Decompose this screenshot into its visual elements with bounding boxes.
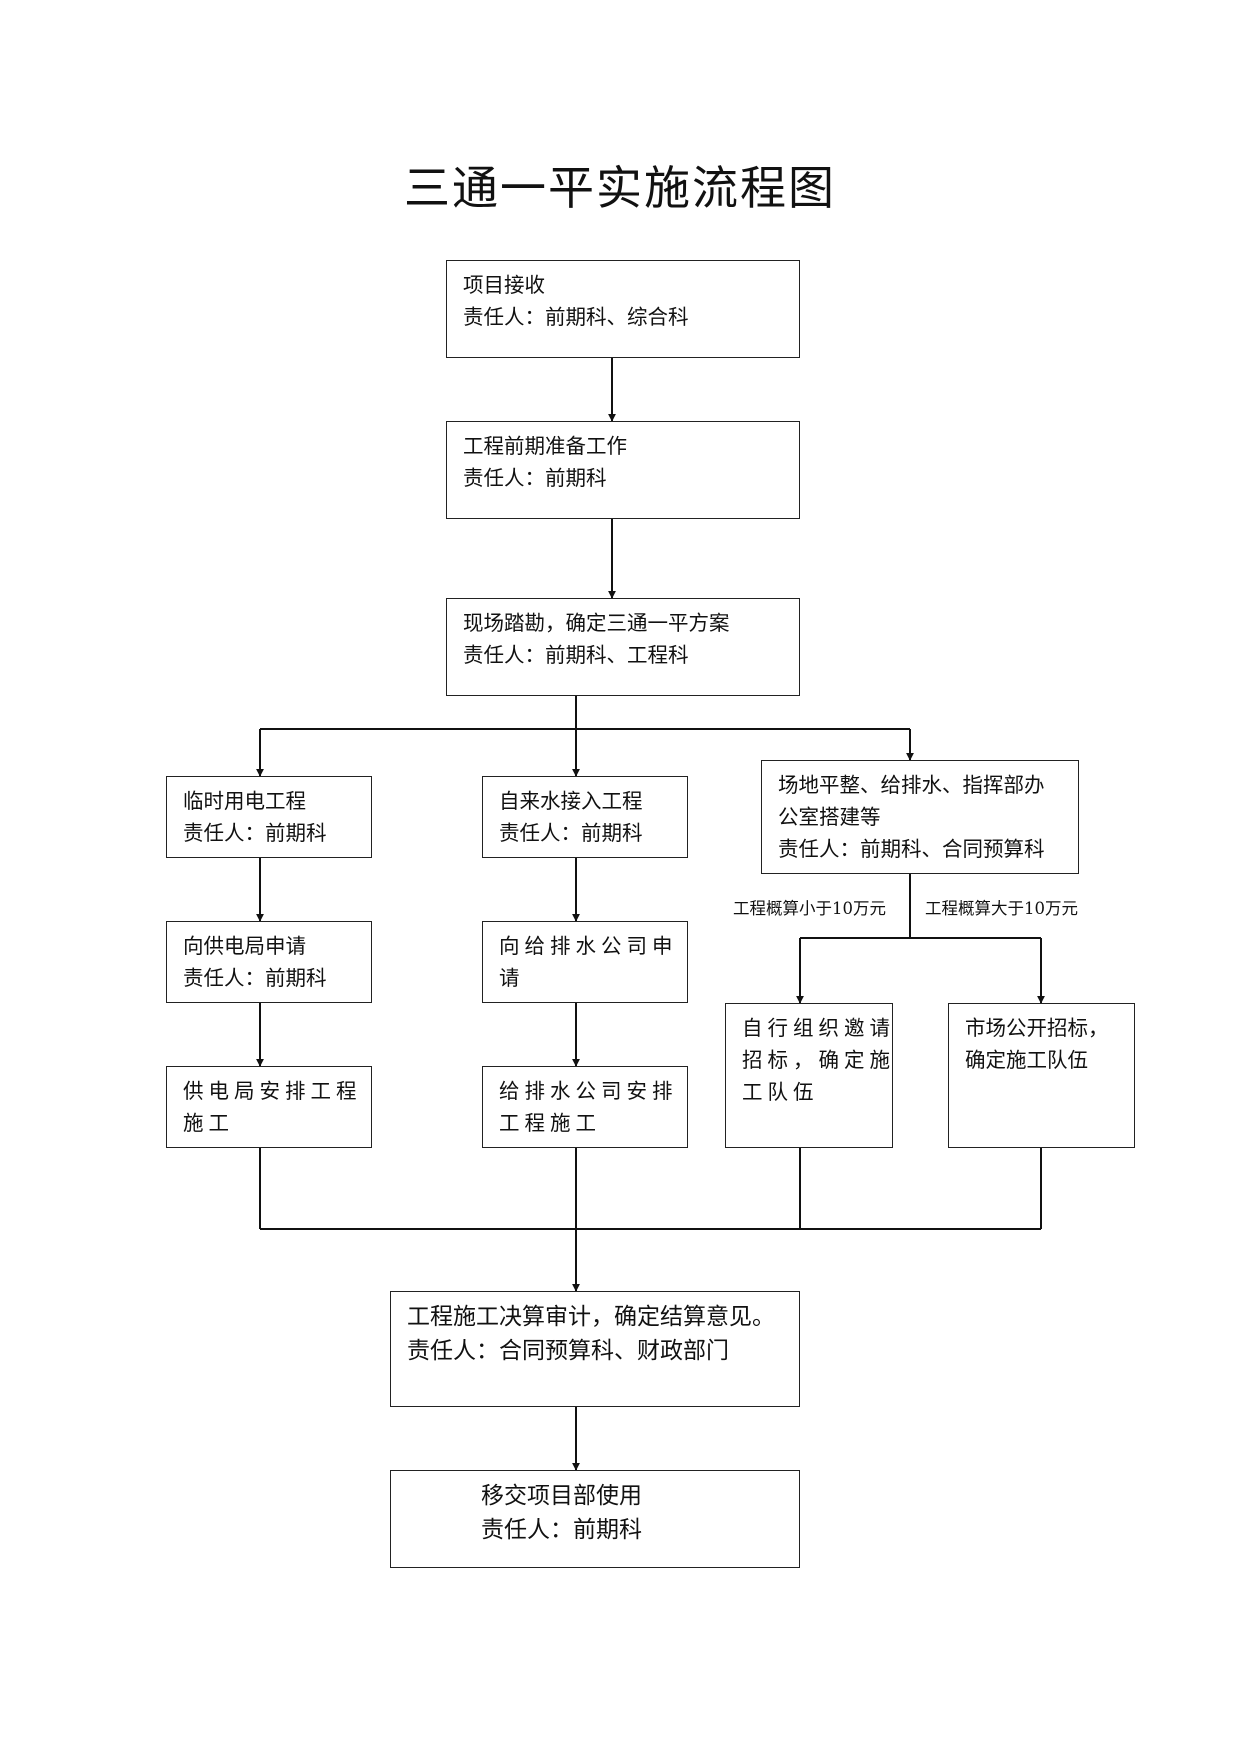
box-title: 临时用电工程 [183, 789, 306, 813]
box-title-cont: 工程施工 [499, 1111, 601, 1135]
box-owner: 责任人：前期科 [481, 1517, 642, 1543]
box-owner: 责任人：前期科 [463, 466, 607, 490]
condition-less-label: 工程概算小于10万元 [733, 899, 886, 918]
box-title: 向给排水公司申 [499, 934, 678, 958]
site-leveling-box: 场地平整、给排水、指挥部办 公室搭建等 责任人：前期科、合同预算科 [761, 760, 1079, 874]
box-title: 向供电局申请 [183, 934, 306, 958]
box-title-cont: 公室搭建等 [778, 805, 881, 829]
box-title: 场地平整、给排水、指挥部办 [778, 773, 1045, 797]
water-build-box: 给排水公司安排 工程施工 [482, 1066, 688, 1148]
settlement-audit-box: 工程施工决算审计，确定结算意见。 责任人：合同预算科、财政部门 [390, 1291, 800, 1407]
box-owner: 责任人：前期科 [183, 966, 327, 990]
handover-box: 移交项目部使用 责任人：前期科 [390, 1470, 800, 1568]
box-title: 移交项目部使用 [481, 1483, 642, 1509]
box-title: 自来水接入工程 [499, 789, 643, 813]
box-owner: 责任人：前期科、合同预算科 [778, 837, 1045, 861]
water-apply-box: 向给排水公司申 请 [482, 921, 688, 1003]
condition-more-label: 工程概算大于10万元 [925, 899, 1078, 918]
box-title-cont: 确定施工队伍 [965, 1048, 1088, 1072]
site-survey-box: 现场踏勘，确定三通一平方案 责任人：前期科、工程科 [446, 598, 800, 696]
power-apply-box: 向供电局申请 责任人：前期科 [166, 921, 372, 1003]
box-owner: 责任人：前期科、工程科 [463, 643, 689, 667]
box-title-cont: 请 [499, 966, 525, 990]
preparation-box: 工程前期准备工作 责任人：前期科 [446, 421, 800, 519]
box-title: 市场公开招标， [965, 1016, 1109, 1040]
self-invite-tender-box: 自行组织邀请 招标，确定施 工队伍 [725, 1003, 893, 1148]
box-title: 工程前期准备工作 [463, 434, 627, 458]
box-title-cont: 招标，确定施 [742, 1048, 895, 1072]
public-tender-box: 市场公开招标， 确定施工队伍 [948, 1003, 1135, 1148]
box-title: 供电局安排工程 [183, 1079, 362, 1103]
box-owner: 责任人：合同预算科、财政部门 [407, 1338, 729, 1364]
project-receive-box: 项目接收 责任人：前期科、综合科 [446, 260, 800, 358]
box-title: 项目接收 [463, 273, 545, 297]
box-title: 现场踏勘，确定三通一平方案 [463, 611, 730, 635]
water-supply-box: 自来水接入工程 责任人：前期科 [482, 776, 688, 858]
page-title: 三通一平实施流程图 [404, 161, 836, 215]
box-title: 工程施工决算审计，确定结算意见。 [407, 1304, 775, 1330]
box-title-cont: 工队伍 [742, 1080, 819, 1104]
box-owner: 责任人：前期科 [499, 821, 643, 845]
box-title: 给排水公司安排 [499, 1079, 678, 1103]
temp-power-box: 临时用电工程 责任人：前期科 [166, 776, 372, 858]
box-title-cont: 施工 [183, 1111, 234, 1135]
power-build-box: 供电局安排工程 施工 [166, 1066, 372, 1148]
box-owner: 责任人：前期科 [183, 821, 327, 845]
box-owner: 责任人：前期科、综合科 [463, 305, 689, 329]
box-title: 自行组织邀请 [742, 1016, 895, 1040]
